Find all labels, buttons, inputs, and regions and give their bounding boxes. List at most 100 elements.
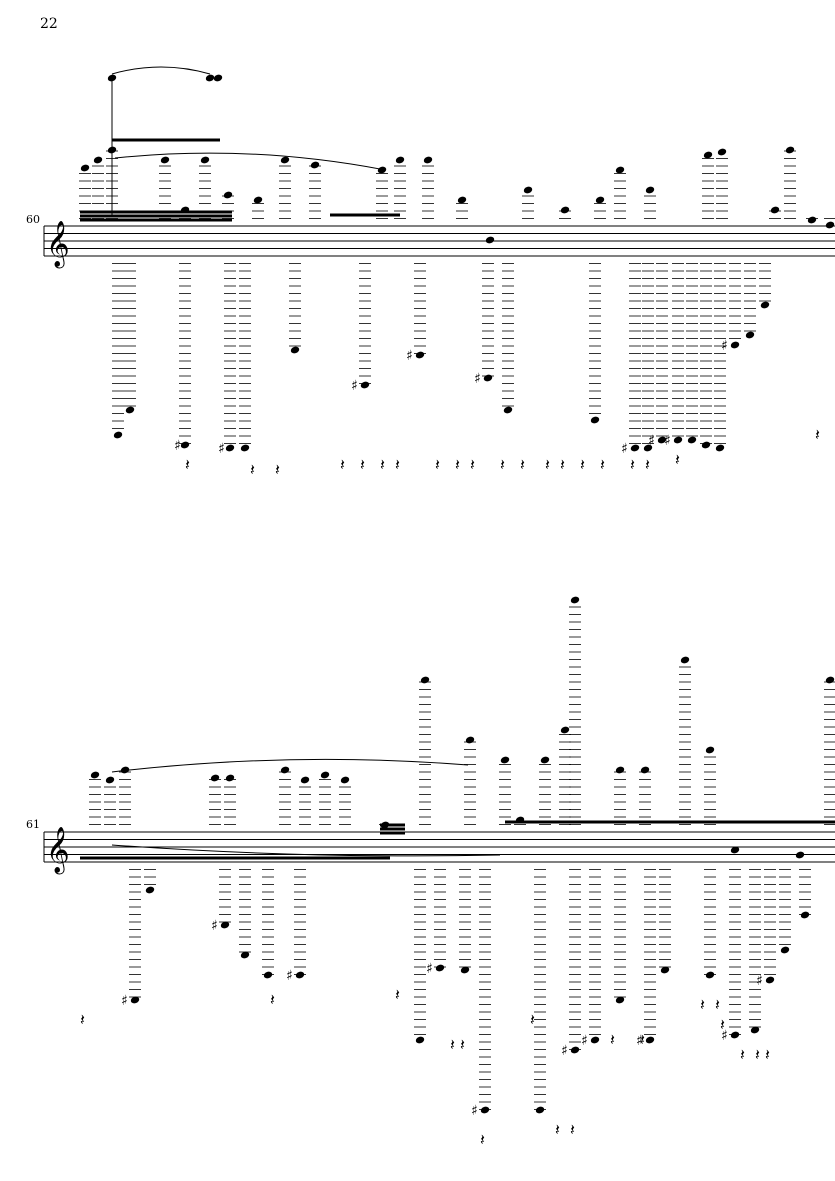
sharp-icon: ♯ bbox=[471, 1103, 478, 1119]
notehead bbox=[640, 766, 650, 774]
notehead bbox=[630, 444, 640, 452]
notehead bbox=[377, 166, 387, 174]
notehead bbox=[807, 216, 817, 224]
sharp-icon: ♯ bbox=[561, 1043, 568, 1059]
notehead bbox=[80, 164, 90, 172]
notehead bbox=[570, 1046, 580, 1054]
sharp-icon: ♯ bbox=[351, 378, 358, 394]
quarter-rest-icon: 𝄽 bbox=[520, 455, 525, 474]
notehead bbox=[240, 951, 250, 959]
sharp-icon: ♯ bbox=[406, 348, 413, 364]
notehead bbox=[320, 771, 330, 779]
notehead bbox=[423, 156, 433, 164]
notehead bbox=[340, 776, 350, 784]
tie-arc bbox=[111, 758, 469, 773]
quarter-rest-icon: 𝄽 bbox=[675, 450, 680, 469]
sharp-icon: ♯ bbox=[721, 1028, 728, 1044]
notehead bbox=[280, 766, 290, 774]
quarter-rest-icon: 𝄽 bbox=[450, 1035, 455, 1054]
sharp-icon: ♯ bbox=[474, 371, 481, 387]
quarter-rest-icon: 𝄽 bbox=[395, 985, 400, 1004]
notehead bbox=[415, 351, 425, 359]
notehead bbox=[770, 206, 780, 214]
sharp-icon: ♯ bbox=[286, 968, 293, 984]
notehead bbox=[460, 966, 470, 974]
tie-arc bbox=[114, 152, 386, 171]
notehead bbox=[130, 996, 140, 1004]
sharp-icon: ♯ bbox=[426, 961, 433, 977]
notehead bbox=[420, 676, 430, 684]
notehead bbox=[263, 971, 273, 979]
notehead bbox=[300, 776, 310, 784]
notehead bbox=[717, 148, 727, 156]
notehead bbox=[435, 964, 445, 972]
quarter-rest-icon: 𝄽 bbox=[715, 995, 720, 1014]
notehead bbox=[535, 1106, 545, 1114]
measure-number-60: 60 bbox=[26, 213, 40, 226]
notehead bbox=[701, 441, 711, 449]
notehead bbox=[120, 766, 130, 774]
quarter-rest-icon: 𝄽 bbox=[815, 425, 820, 444]
quarter-rest-icon: 𝄽 bbox=[360, 455, 365, 474]
quarter-rest-icon: 𝄽 bbox=[545, 455, 550, 474]
sharp-icon: ♯ bbox=[648, 433, 655, 449]
notehead bbox=[295, 971, 305, 979]
quarter-rest-icon: 𝄽 bbox=[610, 1030, 615, 1049]
notehead bbox=[615, 996, 625, 1004]
notehead bbox=[730, 341, 740, 349]
quarter-rest-icon: 𝄽 bbox=[600, 455, 605, 474]
notehead bbox=[210, 774, 220, 782]
quarter-rest-icon: 𝄽 bbox=[460, 1035, 465, 1054]
notehead bbox=[360, 381, 370, 389]
notehead bbox=[415, 1036, 425, 1044]
sharp-icon: ♯ bbox=[174, 438, 181, 454]
notehead bbox=[480, 1106, 490, 1114]
notehead bbox=[107, 74, 117, 82]
notehead bbox=[160, 156, 170, 164]
sharp-icon: ♯ bbox=[721, 338, 728, 354]
notehead bbox=[213, 74, 223, 82]
quarter-rest-icon: 𝄽 bbox=[500, 455, 505, 474]
quarter-rest-icon: 𝄽 bbox=[80, 1010, 85, 1029]
quarter-rest-icon: 𝄽 bbox=[340, 455, 345, 474]
notehead bbox=[660, 966, 670, 974]
notehead bbox=[395, 156, 405, 164]
notehead bbox=[673, 436, 683, 444]
quarter-rest-icon: 𝄽 bbox=[435, 455, 440, 474]
notehead bbox=[280, 156, 290, 164]
notehead bbox=[703, 151, 713, 159]
notehead bbox=[745, 331, 755, 339]
notehead bbox=[503, 406, 513, 414]
notehead bbox=[225, 444, 235, 452]
notehead bbox=[240, 444, 250, 452]
notehead bbox=[765, 976, 775, 984]
quarter-rest-icon: 𝄽 bbox=[250, 460, 255, 479]
sharp-icon: ♯ bbox=[664, 433, 671, 449]
notehead bbox=[643, 444, 653, 452]
notehead bbox=[705, 746, 715, 754]
notehead bbox=[825, 676, 835, 684]
notehead bbox=[200, 156, 210, 164]
notehead bbox=[225, 774, 235, 782]
notehead bbox=[205, 74, 215, 82]
treble-clef-icon: 𝄞 bbox=[46, 827, 70, 875]
notehead bbox=[485, 236, 495, 244]
notehead bbox=[253, 196, 263, 204]
notehead bbox=[750, 1026, 760, 1034]
notehead bbox=[760, 301, 770, 309]
notehead bbox=[645, 186, 655, 194]
notehead bbox=[680, 656, 690, 664]
quarter-rest-icon: 𝄽 bbox=[555, 1120, 560, 1139]
notehead bbox=[590, 416, 600, 424]
notehead bbox=[800, 911, 810, 919]
quarter-rest-icon: 𝄽 bbox=[185, 455, 190, 474]
quarter-rest-icon: 𝄽 bbox=[640, 1030, 645, 1049]
notehead bbox=[113, 431, 123, 439]
notehead bbox=[795, 851, 805, 859]
quarter-rest-icon: 𝄽 bbox=[645, 455, 650, 474]
notehead bbox=[780, 946, 790, 954]
notehead bbox=[125, 406, 135, 414]
quarter-rest-icon: 𝄽 bbox=[580, 455, 585, 474]
notehead bbox=[590, 1036, 600, 1044]
